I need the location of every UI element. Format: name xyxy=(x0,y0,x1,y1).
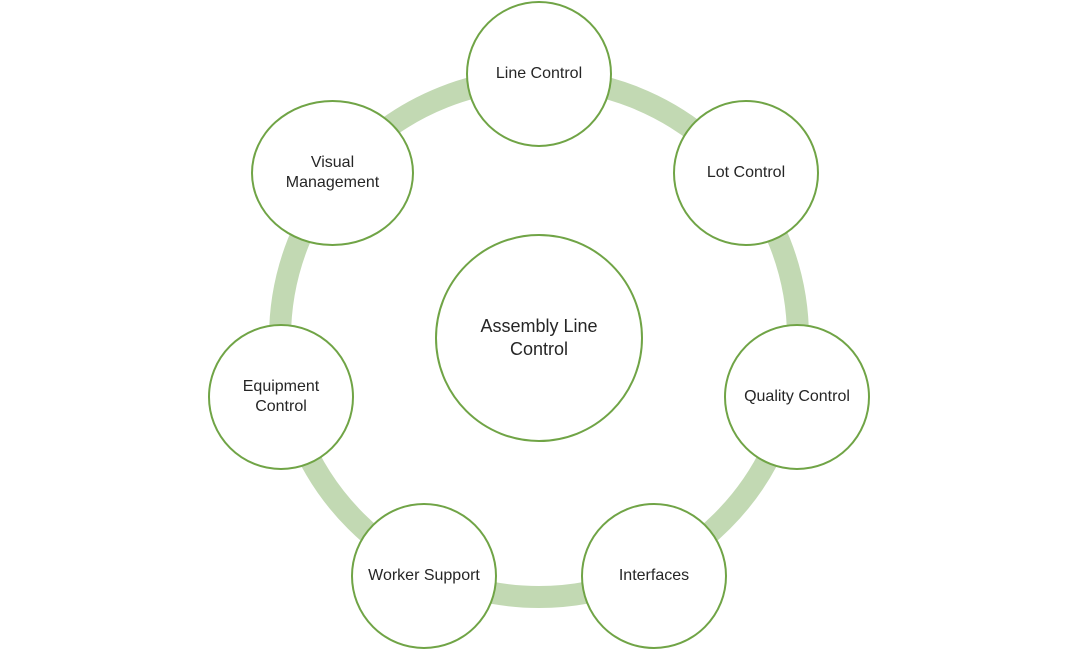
node-line-control: Line Control xyxy=(466,1,612,147)
node-equipment-control: Equipment Control xyxy=(208,324,354,470)
node-label: Lot Control xyxy=(706,164,786,181)
node-visual-management: Visual Management xyxy=(251,100,414,246)
node-label: Equipment Control xyxy=(242,378,320,415)
node-quality-control: Quality Control xyxy=(724,324,870,470)
node-worker-support: Worker Support xyxy=(351,503,497,649)
center-node: Assembly Line Control xyxy=(435,234,643,442)
node-lot-control: Lot Control xyxy=(673,100,819,246)
node-interfaces: Interfaces xyxy=(581,503,727,649)
node-label: Visual Management xyxy=(285,154,380,191)
center-node-label: Assembly Line Control xyxy=(480,316,598,359)
node-label: Worker Support xyxy=(368,567,480,584)
node-label: Interfaces xyxy=(618,567,690,584)
node-label: Quality Control xyxy=(744,388,850,405)
node-label: Line Control xyxy=(495,65,583,82)
